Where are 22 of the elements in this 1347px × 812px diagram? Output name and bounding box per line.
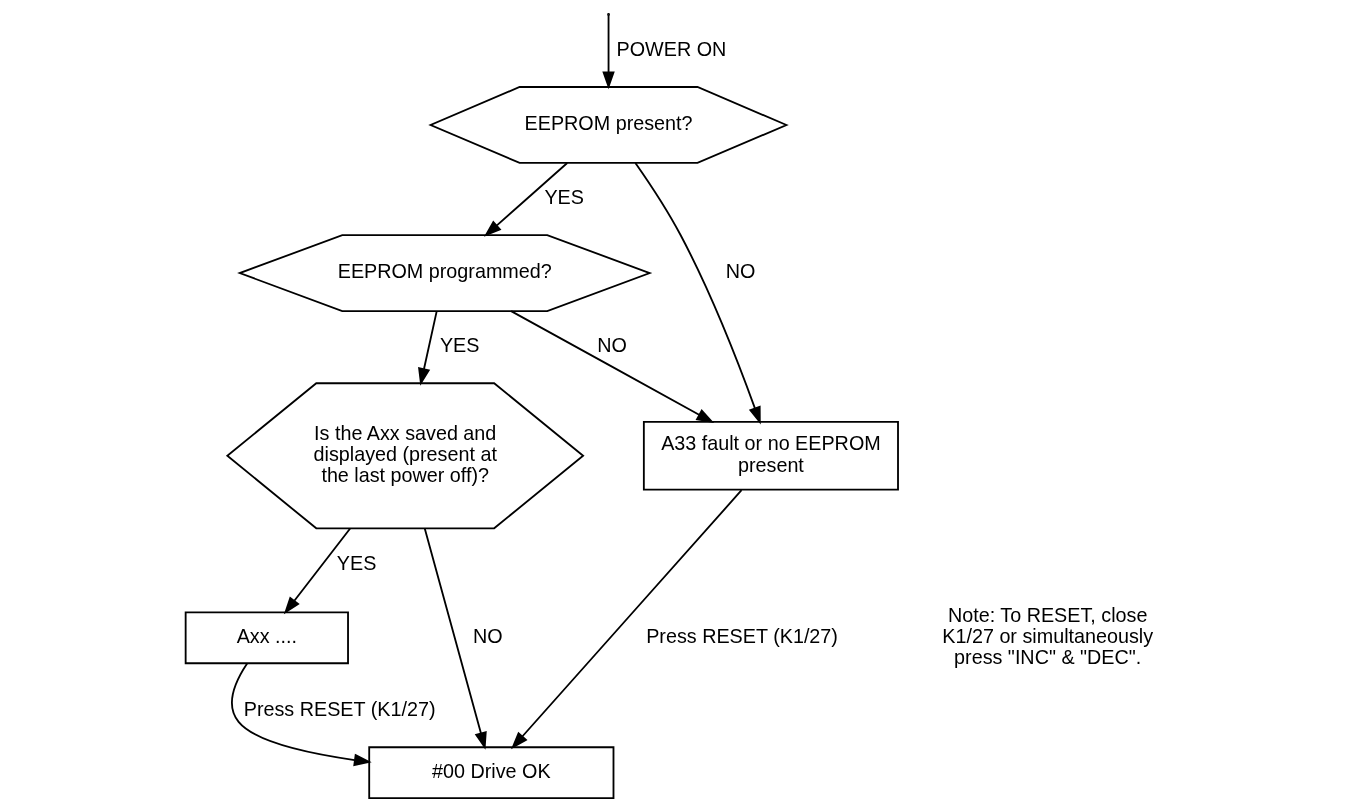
node-box: A33 fault or no EEPROM present [642,420,899,491]
arrow [510,310,715,424]
arrow [231,662,372,767]
edge-label: Press RESET (K1/27) [646,625,838,648]
edge-label: NO [597,334,627,357]
node-box: Axx .... [184,611,349,665]
arrow [602,14,615,90]
edge-label: YES [336,551,377,574]
arrow [423,527,487,750]
edge-label: NO [725,260,756,283]
arrow [484,162,569,237]
arrow [511,489,743,750]
label: Note: To RESET, close K1/27 or simultaneously press "INC" & "DEC". [942,603,1154,669]
edge-label: NO [473,625,503,648]
edge-label: Press RESET (K1/27) [243,698,436,721]
edge-label: YES [439,334,480,357]
arrow [418,310,438,386]
node-box: #00 Drive OK [368,746,615,799]
arrow [634,162,761,425]
edge-label: YES [544,186,584,209]
edge-label: POWER ON [616,38,727,61]
arrow [283,527,352,615]
